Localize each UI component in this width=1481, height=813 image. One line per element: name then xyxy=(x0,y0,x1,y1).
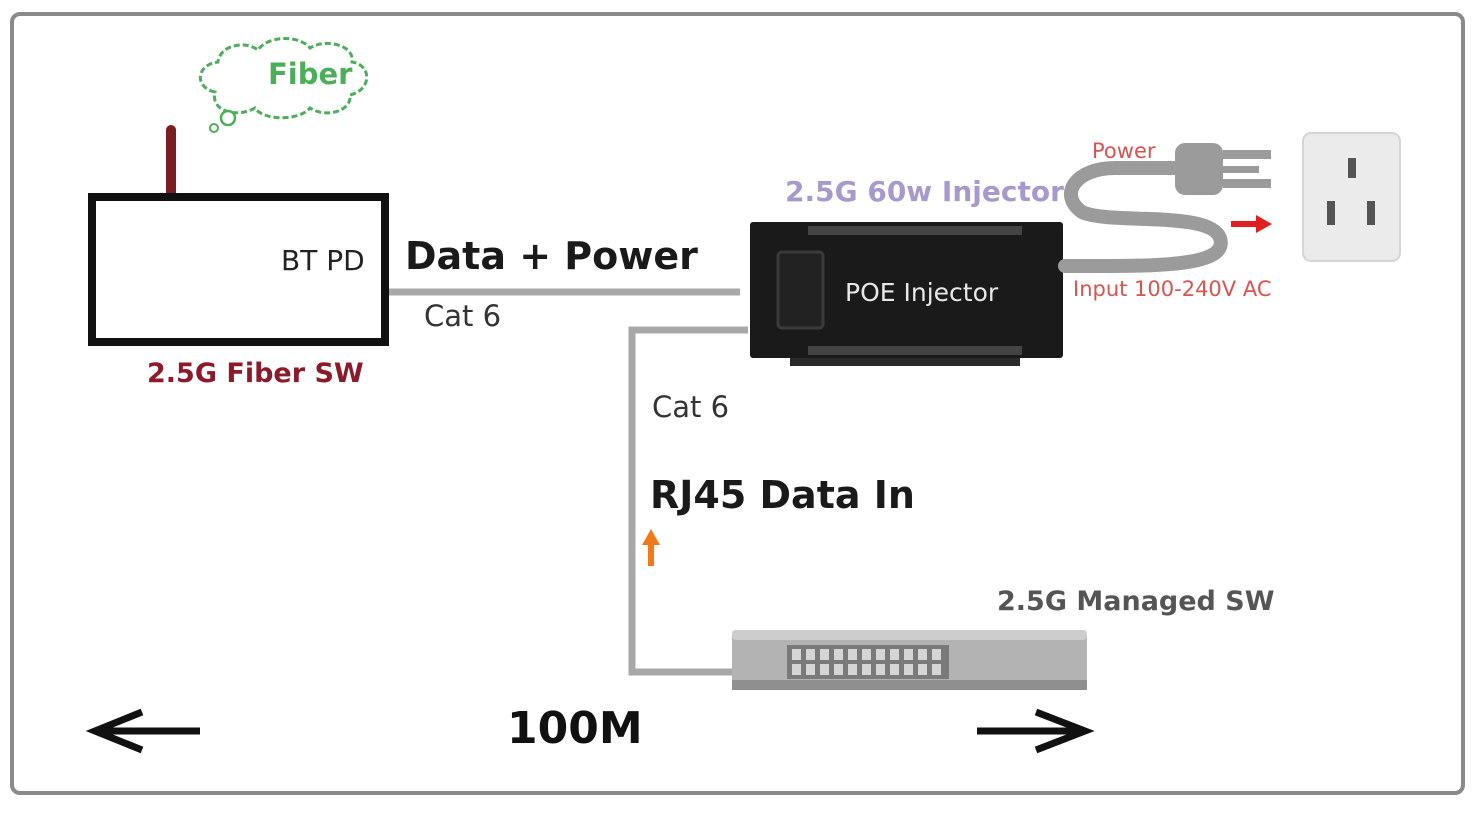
managed-switch-device xyxy=(732,630,1087,690)
injector-title: 2.5G 60w Injector xyxy=(785,175,1064,208)
fiber-switch-caption: 2.5G Fiber SW xyxy=(147,358,364,389)
managed-switch-caption: 2.5G Managed SW xyxy=(997,586,1275,617)
fiber-switch-box xyxy=(88,193,389,346)
poe-injector-label: POE Injector xyxy=(845,278,999,307)
poe-injector-device xyxy=(750,222,1063,366)
fiber-cloud-icon xyxy=(198,37,369,133)
data-in-arrow-icon xyxy=(642,529,660,566)
fiber-cloud-label: Fiber xyxy=(268,57,353,91)
data-power-label: Data + Power xyxy=(405,234,698,278)
power-plug-icon xyxy=(1058,143,1271,274)
bt-pd-label: BT PD xyxy=(281,244,365,277)
downlink-cable xyxy=(628,326,748,676)
distance-label: 100M xyxy=(507,703,643,754)
downlink-cable-type: Cat 6 xyxy=(652,390,730,424)
right-arrow-icon xyxy=(977,708,1095,754)
power-label: Power xyxy=(1092,139,1156,163)
rj45-data-in-label: RJ45 Data In xyxy=(650,473,915,517)
power-direction-arrow-icon xyxy=(1231,215,1272,233)
uplink-cable-type: Cat 6 xyxy=(424,299,502,333)
wall-outlet-icon xyxy=(1302,132,1401,262)
input-voltage-label: Input 100-240V AC xyxy=(1073,277,1272,301)
left-arrow-icon xyxy=(85,708,200,754)
